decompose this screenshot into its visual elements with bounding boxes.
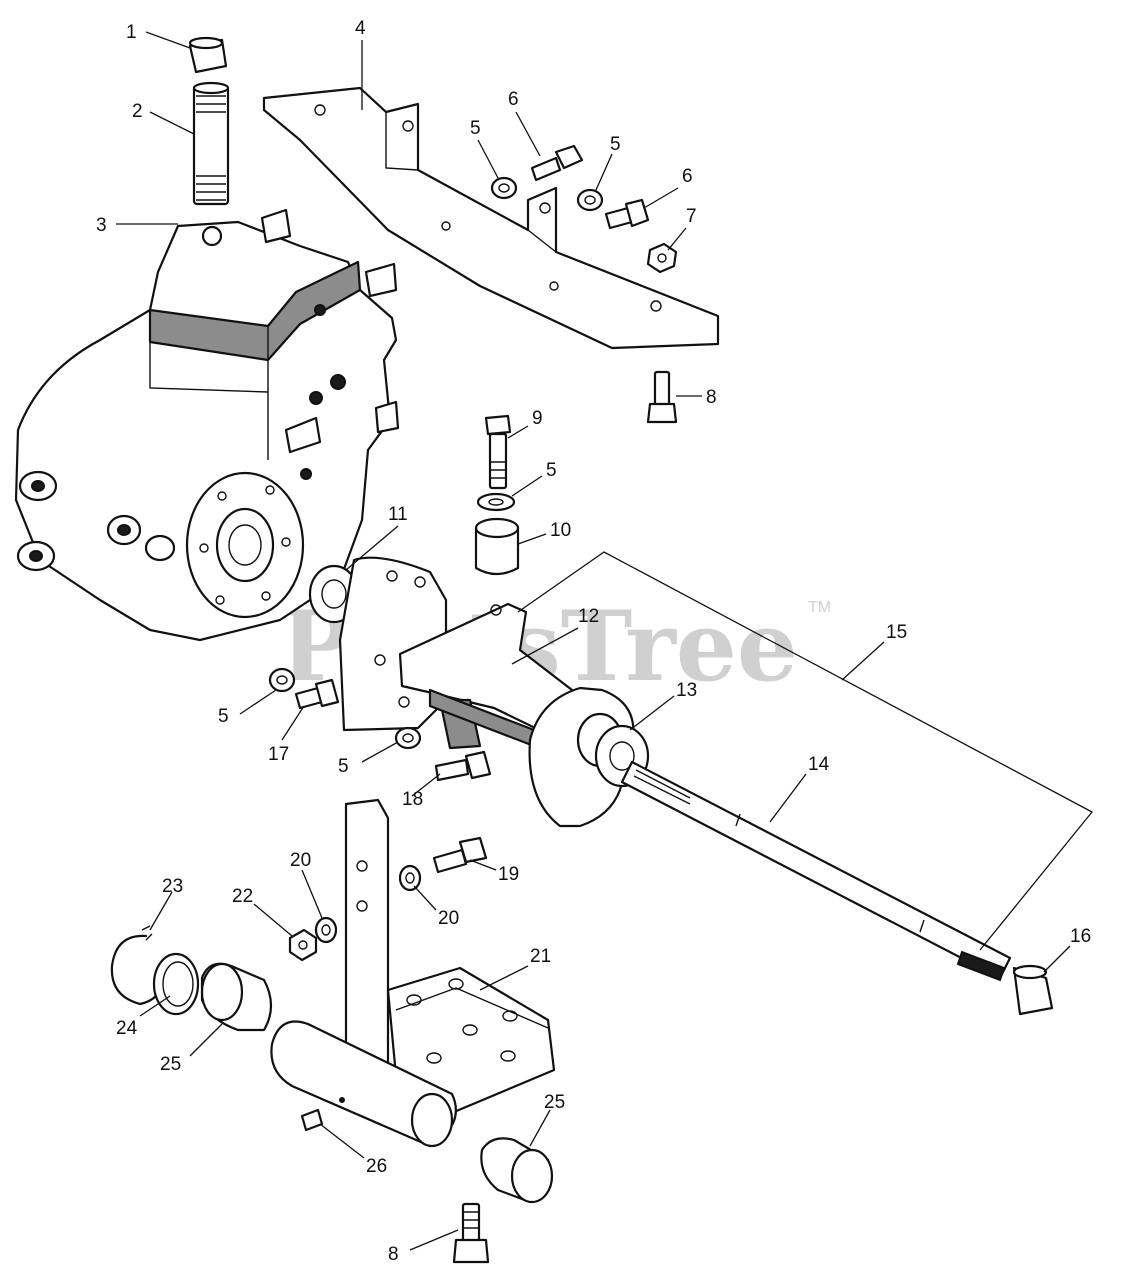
callout-5a: 5 <box>470 118 481 139</box>
part-26-grease-fitting <box>300 1108 324 1132</box>
part-5-washer-housing-lower <box>394 726 422 750</box>
part-3-gear-case <box>14 208 400 642</box>
callout-8b: 8 <box>388 1244 399 1265</box>
callout-15: 15 <box>886 622 907 643</box>
part-4-bracket <box>262 86 720 350</box>
part-18-bolt <box>434 750 492 782</box>
part-22-nut <box>288 928 318 962</box>
callout-23: 23 <box>162 876 183 897</box>
part-15-assembly-bracket <box>517 551 1094 951</box>
callout-5b: 5 <box>610 134 621 155</box>
callout-17: 17 <box>268 744 289 765</box>
part-20-washer-left <box>314 916 338 944</box>
callout-22: 22 <box>232 886 253 907</box>
part-8-bolt-upper <box>646 370 678 424</box>
callout-20b: 20 <box>438 908 459 929</box>
callout-25b: 25 <box>544 1092 565 1113</box>
part-10-spacer <box>474 517 520 576</box>
part-6-bolt-lower <box>604 198 650 230</box>
leader-lines <box>116 31 1071 1251</box>
callout-7: 7 <box>686 206 697 227</box>
callout-labels: 1 2 3 4 5 6 5 6 7 8 9 5 10 11 12 15 13 5… <box>96 18 1091 1265</box>
watermark-trademark: TM <box>808 599 831 616</box>
part-6-bolt-upper <box>530 144 584 182</box>
part-5-washer-housing-left <box>268 667 296 693</box>
part-1-cap <box>188 36 228 74</box>
callout-24: 24 <box>116 1018 138 1039</box>
callout-4: 4 <box>355 18 366 39</box>
callout-21: 21 <box>530 946 551 967</box>
callout-13: 13 <box>676 680 697 701</box>
callout-16: 16 <box>1070 926 1091 947</box>
callout-18: 18 <box>402 789 423 810</box>
part-20-washer-right <box>398 864 422 892</box>
part-8-bolt-lower <box>452 1202 490 1264</box>
part-5-washer-middle <box>476 492 516 512</box>
callout-25a: 25 <box>160 1054 181 1075</box>
part-2-pipe-nipple <box>192 81 230 206</box>
part-19-bolt <box>432 836 488 874</box>
callout-6b: 6 <box>682 166 693 187</box>
callout-26: 26 <box>366 1156 387 1177</box>
part-13-bearing <box>528 686 650 828</box>
part-24-washer <box>152 952 200 1016</box>
callout-5c: 5 <box>546 460 557 481</box>
part-9-bolt <box>484 414 512 490</box>
part-12-axle-housing <box>338 556 574 758</box>
callout-12: 12 <box>578 606 599 627</box>
callout-19: 19 <box>498 864 519 885</box>
callout-9: 9 <box>532 408 543 429</box>
callout-11: 11 <box>388 504 408 525</box>
callout-6a: 6 <box>508 89 519 110</box>
part-25-bushing-left <box>200 962 273 1032</box>
callout-5e: 5 <box>338 756 349 777</box>
part-7-lock-nut <box>646 242 678 274</box>
part-17-bolt <box>294 678 340 710</box>
part-16-cap <box>1012 964 1054 1016</box>
part-5-washer-upper-right <box>576 188 604 212</box>
callout-5d: 5 <box>218 706 229 727</box>
callout-10: 10 <box>550 520 571 541</box>
callout-20a: 20 <box>290 850 311 871</box>
callout-1: 1 <box>126 22 137 43</box>
part-14-axle <box>620 760 1012 982</box>
callout-14: 14 <box>808 754 830 775</box>
callout-8a: 8 <box>706 387 717 408</box>
part-5-washer-upper-left <box>490 176 518 200</box>
part-21-mount-arm <box>270 798 556 1148</box>
callout-3: 3 <box>96 215 107 236</box>
callout-2: 2 <box>132 101 143 122</box>
part-25-bushing-right <box>480 1137 554 1204</box>
